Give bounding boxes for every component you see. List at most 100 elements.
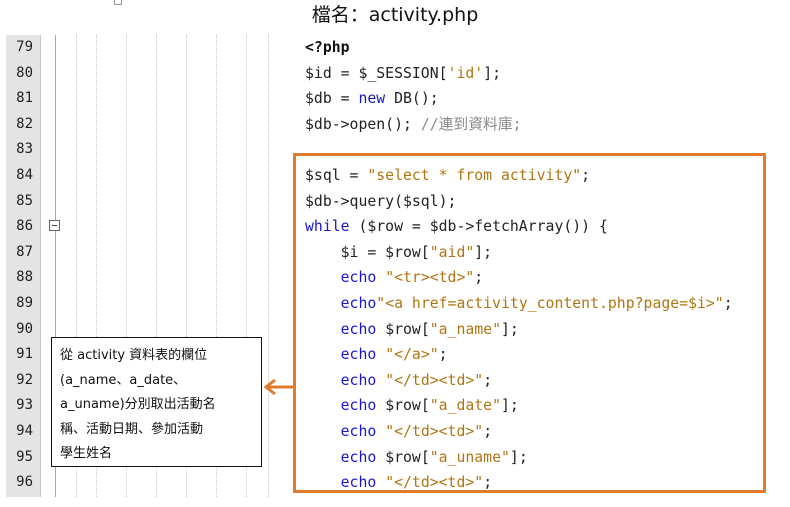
line-number: 80 [16,64,33,81]
highlight-box [293,153,766,493]
code-text: $db->query($sql); [305,189,456,215]
indent-guide [96,35,97,497]
code-token: "<tr><td>" [385,269,475,287]
code-token: <?php [305,39,350,56]
code-token: $i = $row[ [305,243,430,261]
callout-arrow-icon [263,378,295,396]
code-token: ($row = $db->fetchArray()) { [349,218,608,236]
line-number: 84 [16,167,33,183]
code-token: "a_date" [429,397,502,415]
code-line[interactable]: 87 $i = $row["aid"]; [6,240,790,266]
annotation-callout: 從 activity 資料表的欄位 (a_name、a_date、 a_unam… [51,337,262,467]
code-token: ; [581,167,591,184]
code-line[interactable]: 81 $db = new DB(); [6,86,790,112]
line-number: 95 [16,448,33,465]
code-line[interactable]: 83 [6,137,790,163]
code-text: echo $row["a_date"]; [305,393,519,419]
indent-guide [186,35,187,497]
indent-guide [216,35,217,497]
code-text: $i = $row["aid"]; [305,240,492,266]
code-token: $row[ [376,397,430,415]
line-number-gutter [6,35,41,497]
code-token: echo [340,423,377,440]
code-text: echo $row["a_name"]; [305,317,519,343]
code-line[interactable]: 84 $sql = "select * from activity"; [6,163,790,189]
code-token: "aid" [429,243,475,261]
code-line[interactable]: 79 <?php [6,35,790,61]
line-number: 85 [16,192,33,209]
line-number: 94 [16,423,33,439]
code-line[interactable]: 89 echo"<a href=activity_content.php?pag… [6,291,790,317]
code-text: while ($row = $db->fetchArray()) { [305,214,608,240]
code-text: echo "</td><td>"; [305,368,492,394]
code-text: $db = new DB(); [305,86,439,112]
code-line[interactable]: 80 $id = $_SESSION['id']; [6,61,790,87]
code-token: $row[ [376,320,430,338]
line-number: 79 [16,39,33,55]
code-token: $id = $_SESSION[ [305,64,448,82]
code-token: "select * from activity" [367,167,582,184]
code-token: $db = [305,90,359,108]
code-token: echo [340,346,377,364]
callout-line: a_uname)分別取出活動名 [60,397,216,412]
line-number: 93 [16,397,33,414]
code-token: ; [483,371,493,389]
code-line[interactable]: 94 echo "</td><td>"; [6,419,790,445]
line-number: 92 [16,371,33,388]
code-token: ]; [501,397,519,415]
code-token: "</td><td>" [385,423,484,440]
code-text: $id = $_SESSION['id']; [305,61,501,87]
code-text: <?php [305,35,350,61]
code-text: $db->open(); //連到資料庫; [305,112,522,138]
code-line[interactable]: 86 while ($row = $db->fetchArray()) { [6,214,790,240]
code-line[interactable]: 90 echo $row["a_name"]; [6,317,790,343]
code-token: echo [340,474,377,492]
indent-guide [156,35,157,497]
code-token: echo [340,295,377,312]
code-token: $row[ [376,448,430,466]
line-number: 87 [16,243,33,260]
line-number: 91 [16,346,33,363]
code-text: echo $row["a_uname"]; [305,445,528,471]
page-title: 檔名：activity.php [311,4,479,26]
code-token: ; [483,423,493,440]
code-token: //連到資料庫; [420,115,522,133]
fold-guide-line [55,35,56,497]
code-token: ]; [501,320,519,338]
code-line[interactable]: 85 $db->query($sql); [6,189,790,215]
line-number: 96 [16,474,33,491]
code-token: while [305,218,350,236]
code-token: 'id' [447,64,484,82]
fold-toggle-icon[interactable] [49,220,60,232]
code-line[interactable]: 93 echo $row["a_date"]; [6,393,790,419]
line-number: 88 [16,269,33,286]
line-number: 82 [16,115,33,132]
code-line[interactable]: 96 echo "</td><td>"; [6,470,790,496]
code-token: $db->query($sql); [305,192,457,210]
code-text: echo "</td><td>"; [305,419,492,445]
line-number: 81 [16,90,33,107]
code-text: echo"<a href=activity_content.php?page=$… [305,291,733,317]
code-token: echo [340,397,377,415]
callout-line: (a_name、a_date、 [60,372,187,388]
code-token: echo [340,320,377,338]
code-token: $db->open(); [305,115,421,133]
line-number: 90 [16,320,33,337]
code-line[interactable]: 82 $db->open(); //連到資料庫; [6,112,790,138]
code-line[interactable]: 95 echo $row["a_uname"]; [6,445,790,471]
code-text: echo "<tr><td>"; [305,265,484,291]
code-token: ; [474,269,484,287]
code-text: $sql = "select * from activity"; [305,163,590,189]
code-token: "<a href=activity_content.php?page=$i>" [376,295,724,312]
line-number: 86 [16,218,33,235]
code-token: "</a>" [385,346,439,364]
code-line[interactable]: 88 echo "<tr><td>"; [6,265,790,291]
code-line[interactable]: 92 echo "</td><td>"; [6,368,790,394]
code-token: ; [723,295,733,312]
indent-guide [76,35,77,497]
code-token: "</td><td>" [385,474,484,492]
code-token: "a_name" [429,320,502,338]
code-token: echo [340,269,377,287]
code-line[interactable]: 91 echo "</a>"; [6,342,790,368]
code-text: echo "</a>"; [305,342,448,368]
